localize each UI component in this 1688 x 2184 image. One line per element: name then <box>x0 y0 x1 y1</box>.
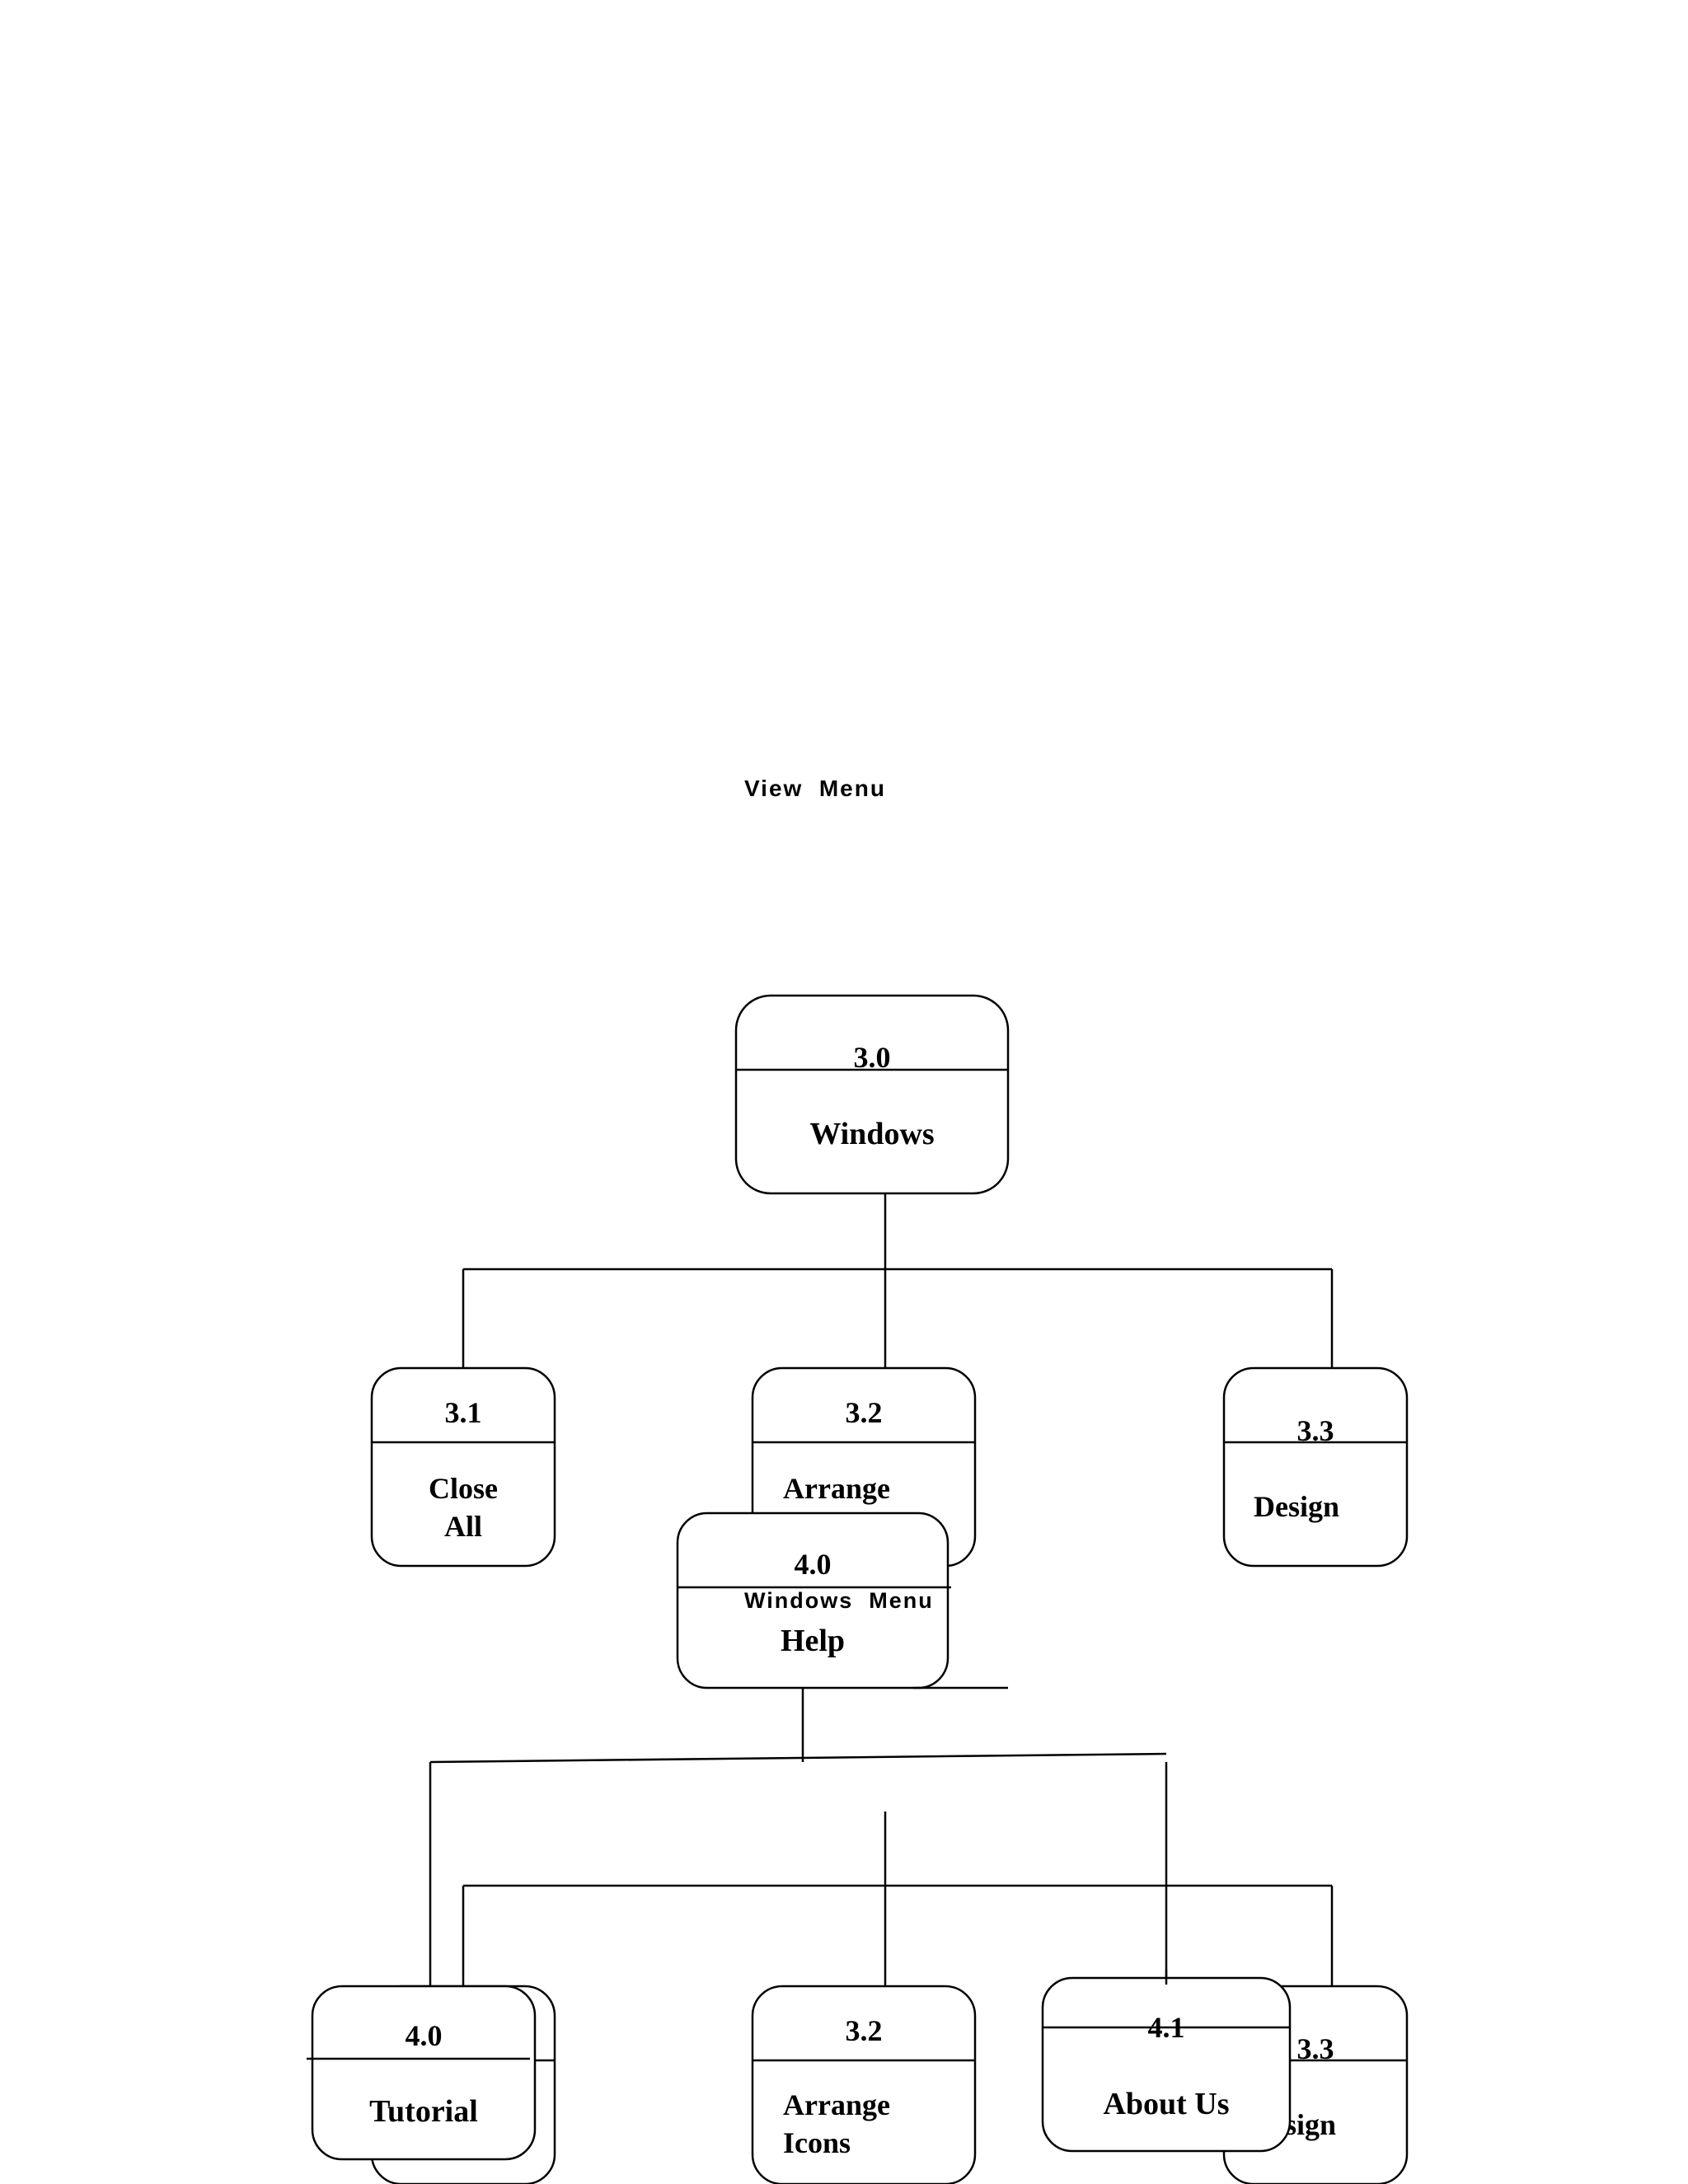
process-label: sign <box>1285 2108 1336 2141</box>
process-id: 4.0 <box>406 2019 443 2052</box>
connectors-upper <box>462 1193 1334 1368</box>
process-label-line-2: All <box>444 1510 482 1543</box>
process-box-4-0: 4.0 Windows Menu Help <box>676 1511 951 1690</box>
process-label: Tutorial <box>369 2094 478 2129</box>
process-label: Arrange <box>783 1472 890 1505</box>
process-id: 4.0 <box>795 1548 832 1581</box>
windows-menu-label: Windows Menu <box>744 1588 934 1613</box>
process-label: About Us <box>1103 2087 1229 2121</box>
process-box-3-1: 3.1 Close All <box>370 1366 556 1568</box>
process-box-3-3: 3.3 Design <box>1222 1366 1409 1568</box>
view-menu-label: View Menu <box>744 776 886 801</box>
connectors-lower <box>429 1686 1334 1986</box>
process-label: Design <box>1254 1490 1339 1523</box>
process-label-line-1: Arrange <box>783 2088 890 2121</box>
process-label-line-2: Icons <box>783 2126 851 2159</box>
process-box-4-1: 4.1 About Us <box>1041 1976 1292 2153</box>
process-id: 3.3 <box>1297 1414 1334 1447</box>
process-label: Windows <box>809 1117 934 1151</box>
process-id: 3.2 <box>846 2014 883 2047</box>
process-box-4-0-tutorial: 4.0 Tutorial <box>307 1985 537 2161</box>
process-id: 4.1 <box>1148 2011 1185 2044</box>
process-id: 3.2 <box>846 1396 883 1429</box>
process-id: 3.1 <box>445 1396 482 1429</box>
process-box-3-2-lower: 3.2 Arrange Icons <box>751 1985 977 2184</box>
process-label: Help <box>781 1624 845 1658</box>
process-id: 3.0 <box>854 1041 891 1074</box>
process-label-line-1: Close <box>429 1472 498 1505</box>
process-id: 3.3 <box>1297 2032 1334 2065</box>
process-box-3-0: 3.0 Windows <box>734 994 1010 1195</box>
